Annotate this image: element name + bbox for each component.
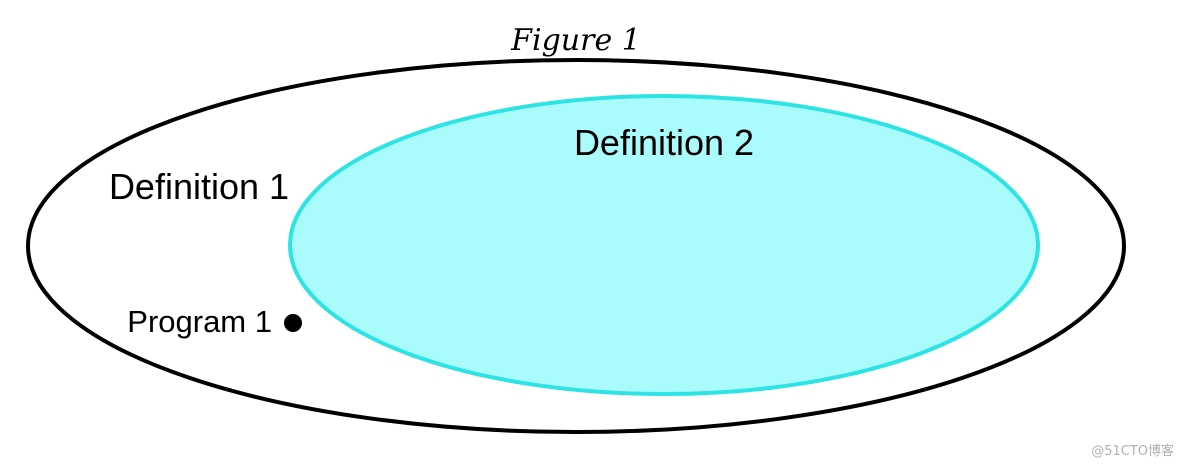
definition-2-label: Definition 2 (574, 122, 754, 163)
program-1-label: Program 1 (127, 304, 272, 339)
watermark: @51CTO博客 (1091, 443, 1174, 459)
program-1-point (284, 314, 302, 332)
figure-title: Figure 1 (510, 23, 641, 58)
definition-1-label: Definition 1 (109, 166, 289, 207)
definition-2-ellipse (288, 94, 1040, 396)
